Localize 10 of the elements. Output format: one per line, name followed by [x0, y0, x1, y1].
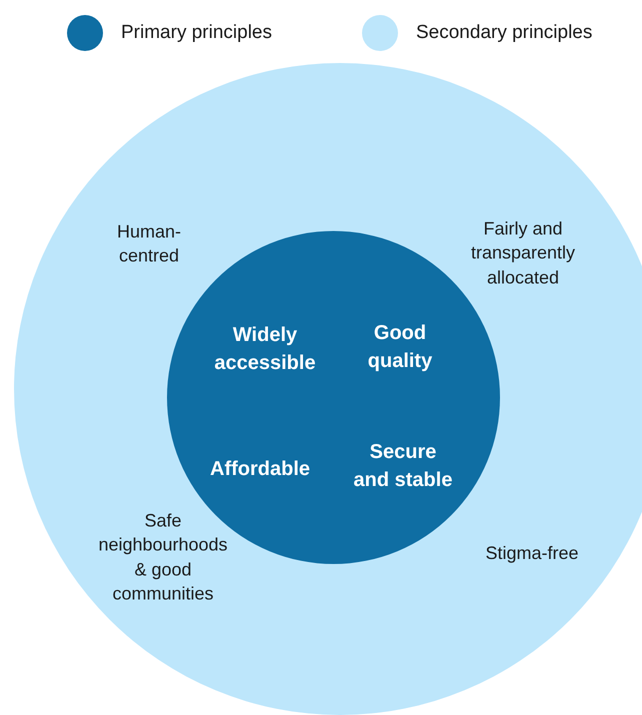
principle-label: Affordable — [209, 457, 311, 482]
principle-label: Secure and stable — [352, 440, 454, 493]
principle-label: Safe neighbourhoods & good communities — [97, 509, 229, 606]
legend-label: Secondary principles — [416, 22, 592, 44]
principle-label: Human-centred — [116, 220, 182, 268]
legend-label: Primary principles — [121, 22, 272, 44]
principle-label: Widely accessible — [213, 323, 317, 376]
principle-label: Fairly and transparently allocated — [470, 218, 576, 290]
principle-label: Good quality — [366, 321, 434, 374]
principle-label: Stigma-free — [484, 542, 580, 565]
